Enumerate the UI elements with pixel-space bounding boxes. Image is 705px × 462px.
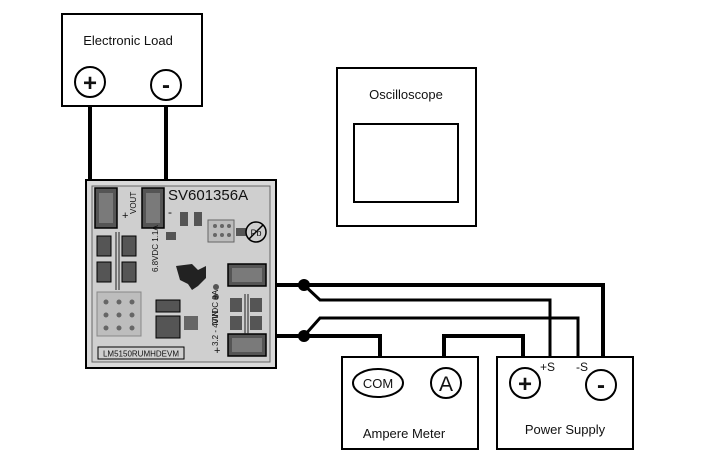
ampere-meter: COM A Ampere Meter xyxy=(341,356,479,450)
logo-dot-1 xyxy=(213,284,219,290)
power-supply-sense-plus: +S xyxy=(540,360,555,374)
logo-dot-2 xyxy=(213,294,219,300)
ampere-meter-a-label: A xyxy=(439,373,453,396)
wires xyxy=(88,105,605,357)
power-supply: + - +S -S Power Supply xyxy=(496,356,634,450)
wire-ammeter-ps xyxy=(442,334,525,357)
ampere-meter-com-terminal[interactable] xyxy=(352,368,404,398)
electronic-load-plus-label: + xyxy=(83,70,97,97)
ampere-meter-title: Ampere Meter xyxy=(363,426,446,441)
wire-vin-plus-main xyxy=(276,283,605,357)
vin-label: VIN xyxy=(211,310,220,324)
mosfet-1 xyxy=(155,299,181,313)
pb-free-slash xyxy=(248,224,264,240)
vout-minus-connector-pad xyxy=(146,193,160,223)
small-component-4 xyxy=(236,228,246,236)
ampere-meter-a-terminal[interactable] xyxy=(430,367,462,399)
pb-mark: Pb xyxy=(250,228,261,238)
output-cap-4 xyxy=(121,261,137,283)
ampere-meter-com-label: COM xyxy=(363,376,393,391)
via-dots xyxy=(103,299,135,331)
output-cap-3 xyxy=(96,261,112,283)
mosfet-2 xyxy=(155,315,181,339)
electronic-load-plus-terminal[interactable] xyxy=(74,66,106,98)
input-cap-3 xyxy=(230,316,242,330)
small-component-2 xyxy=(194,212,202,226)
vout-label: VOUT xyxy=(129,192,138,214)
vin-plus-mark: + xyxy=(214,345,220,357)
power-supply-sense-minus: -S xyxy=(576,360,588,374)
vin-minus-connector-pad xyxy=(232,338,262,352)
board-title: SV601356A xyxy=(168,187,248,204)
part-number-box xyxy=(97,346,185,360)
wire-vin-minus-main xyxy=(276,334,382,357)
ic-vias xyxy=(213,224,231,237)
output-cap-2 xyxy=(121,235,137,257)
junction-vin-plus xyxy=(298,279,310,291)
evm-board: SV601356A + - VOUT 6.8VDC 1.1A xyxy=(85,179,277,369)
input-cap-1 xyxy=(230,298,242,312)
pb-free-icon xyxy=(245,221,267,243)
electronic-load-minus-label: - xyxy=(162,72,170,99)
electronic-load-title: Electronic Load xyxy=(83,33,173,48)
oscilloscope-screen xyxy=(353,123,459,203)
ti-logo-icon xyxy=(176,264,206,290)
power-supply-plus-label: + xyxy=(518,371,532,398)
vout-plus-connector-pad xyxy=(99,193,113,223)
small-component-3 xyxy=(166,232,176,240)
wire-vin-plus-sense xyxy=(302,283,552,357)
output-cap-1 xyxy=(96,235,112,257)
input-cap-2 xyxy=(250,298,262,312)
power-supply-title: Power Supply xyxy=(525,422,606,437)
vin-plus-connector-pad xyxy=(232,268,262,282)
vin-rating: 3.2 - 40VDC 9A xyxy=(211,289,220,346)
power-supply-minus-label: - xyxy=(597,372,605,399)
vout-plus-mark: + xyxy=(122,210,128,222)
power-supply-minus-terminal[interactable] xyxy=(585,369,617,401)
sense-resistor xyxy=(184,316,198,330)
power-supply-plus-terminal[interactable] xyxy=(509,367,541,399)
input-cap-4 xyxy=(250,316,262,330)
wire-vin-minus-sense xyxy=(302,316,580,357)
part-number: LM5150RUMHDEVM xyxy=(103,350,179,359)
oscilloscope: Oscilloscope xyxy=(336,67,477,227)
junction-vin-minus xyxy=(298,330,310,342)
vout-rating: 6.8VDC 1.1A xyxy=(151,225,160,272)
controller-ic xyxy=(207,219,235,243)
oscilloscope-title: Oscilloscope xyxy=(369,87,443,102)
vout-minus-mark: - xyxy=(168,205,172,219)
small-component-1 xyxy=(180,212,188,226)
electronic-load: Electronic Load + - xyxy=(61,13,203,107)
electronic-load-minus-terminal[interactable] xyxy=(150,69,182,101)
